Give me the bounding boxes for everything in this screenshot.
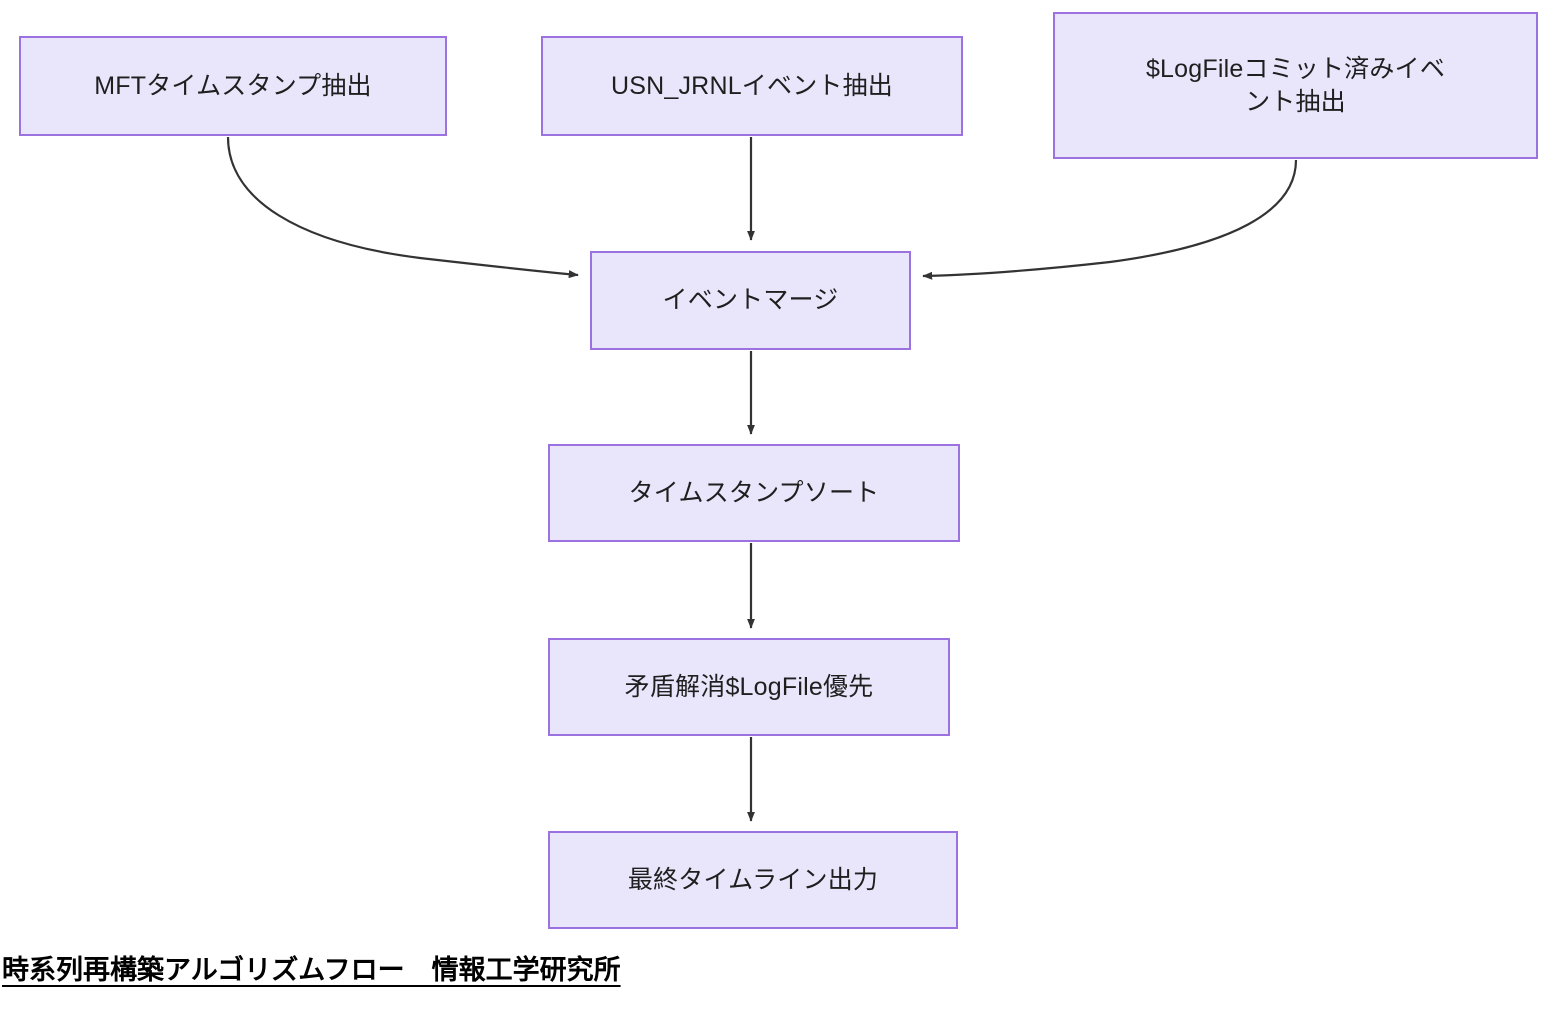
node-final-timeline-output[interactable]: 最終タイムライン出力	[548, 831, 958, 929]
node-timestamp-sort[interactable]: タイムスタンプソート	[548, 444, 960, 542]
node-label: イベントマージ	[662, 286, 839, 315]
node-mft-timestamp-extraction[interactable]: MFTタイムスタンプ抽出	[19, 36, 447, 136]
node-logfile-committed-event-extraction[interactable]: $LogFileコミット済みイベ ント抽出	[1053, 12, 1538, 159]
node-conflict-resolution-logfile-priority[interactable]: 矛盾解消$LogFile優先	[548, 638, 950, 736]
node-event-merge[interactable]: イベントマージ	[590, 251, 911, 350]
diagram-caption: 時系列再構築アルゴリズムフロー 情報工学研究所	[2, 955, 621, 985]
edge-logfile-to-merge	[922, 159, 1298, 280]
node-label: MFTタイムスタンプ抽出	[94, 71, 372, 100]
node-label: USN_JRNLイベント抽出	[611, 71, 893, 100]
node-usn-jrnl-event-extraction[interactable]: USN_JRNLイベント抽出	[541, 36, 963, 136]
node-label: タイムスタンプソート	[628, 478, 880, 507]
node-label: $LogFileコミット済みイベ ント抽出	[1145, 55, 1446, 116]
node-label: 最終タイムライン出力	[627, 865, 879, 894]
edge-mft-to-merge	[226, 136, 579, 279]
node-label: 矛盾解消$LogFile優先	[624, 672, 874, 701]
